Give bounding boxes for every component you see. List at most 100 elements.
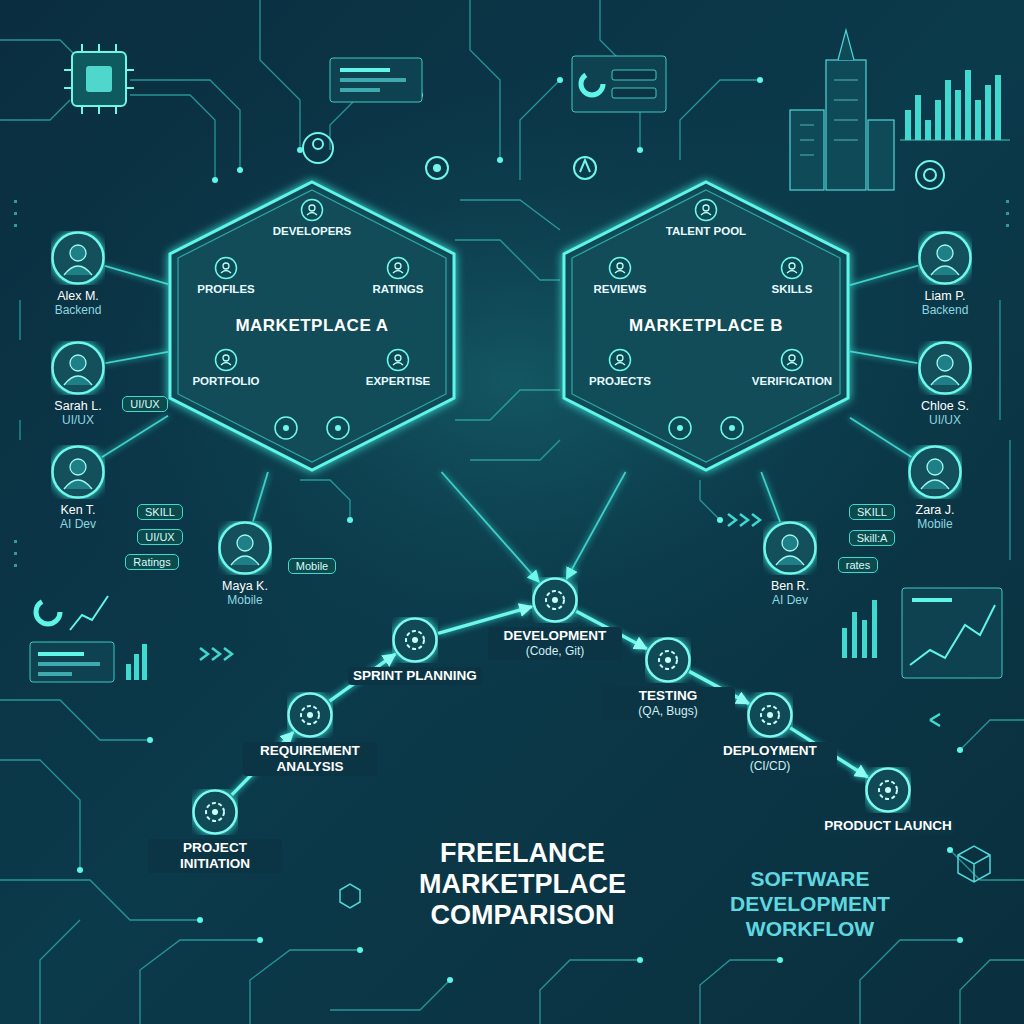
- step-name: PRODUCT LAUNCH: [823, 818, 953, 834]
- feature-label: VERIFICATION: [752, 375, 832, 387]
- workflow-step: DEPLOYMENT(CI/CD): [747, 692, 793, 738]
- skill-tag: SKILL: [849, 504, 895, 520]
- marketplace-link: [441, 472, 539, 582]
- talent-link: [850, 351, 917, 363]
- workflow-step: REQUIREMENT ANALYSIS: [287, 692, 333, 738]
- person-role: Mobile: [916, 517, 955, 531]
- workflow-step: TESTING(QA, Bugs): [645, 637, 691, 683]
- step-circle: [392, 617, 438, 663]
- person-role: AI Dev: [60, 517, 96, 531]
- feature-label: DEVELOPERS: [273, 225, 352, 237]
- ground-glow: [12, 50, 1012, 710]
- workflow-step: DEVELOPMENT(Code, Git): [532, 577, 578, 623]
- freelancer-avatar: Zara J.Mobile: [908, 445, 962, 499]
- bar-chart: [900, 70, 1010, 140]
- panel-lines: [330, 56, 666, 112]
- city-buildings: [790, 30, 894, 190]
- tag-text: UI/UX: [130, 398, 159, 410]
- workflow-step: PROJECT INITIATION: [192, 789, 238, 835]
- right-chart-panel: [842, 588, 1002, 678]
- feature-item: RATINGS: [373, 256, 424, 295]
- feature-icon: [694, 198, 718, 222]
- freelancer-avatar: Alex M.Backend: [51, 231, 105, 285]
- skill-tag: Ratings: [125, 554, 178, 570]
- marketplace-hexagon: MARKETPLACE A DEVELOPERS PROFILES RATINGS PO…: [168, 180, 456, 472]
- feature-icon: [214, 256, 238, 280]
- avatar-circle: [908, 445, 962, 499]
- person-role: UI/UX: [921, 413, 969, 427]
- feature-icon: [300, 198, 324, 222]
- step-name: SPRINT PLANNING: [350, 668, 480, 684]
- feature-icon: [780, 348, 804, 372]
- feature-label: PORTFOLIO: [192, 375, 259, 387]
- feature-item: PORTFOLIO: [192, 348, 259, 387]
- tag-text: Mobile: [296, 560, 328, 572]
- skill-tag: Skill:A: [849, 530, 896, 546]
- person-role: AI Dev: [771, 593, 809, 607]
- feature-item: VERIFICATION: [752, 348, 832, 387]
- trace-dots: [77, 57, 963, 983]
- step-name: PROJECT INITIATION: [150, 840, 280, 872]
- step-name: DEPLOYMENT: [705, 743, 835, 759]
- person-name: Zara J.: [916, 503, 955, 517]
- avatar-circle: [51, 341, 105, 395]
- feature-icon: [608, 348, 632, 372]
- feature-label: PROJECTS: [589, 375, 651, 387]
- feature-item: EXPERTISE: [366, 348, 431, 387]
- left-chart-panel: [30, 596, 147, 682]
- talent-link: [761, 472, 780, 522]
- feature-icon: [608, 256, 632, 280]
- person-role: Backend: [55, 303, 102, 317]
- freelancer-avatar: Sarah L.UI/UX: [51, 341, 105, 395]
- step-detail: (QA, Bugs): [603, 704, 733, 719]
- person-name: Ben R.: [771, 579, 809, 593]
- talent-link: [850, 418, 911, 457]
- freelancer-avatar: Maya K.Mobile: [218, 521, 272, 575]
- feature-item: PROJECTS: [589, 348, 651, 387]
- feature-icon: [386, 256, 410, 280]
- avatar-circle: [51, 445, 105, 499]
- step-circle: [645, 637, 691, 683]
- person-name: Ken T.: [60, 503, 96, 517]
- step-name: TESTING: [603, 688, 733, 704]
- person-name: Sarah L.: [54, 399, 101, 413]
- marketplace-name: MARKETPLACE B: [629, 316, 783, 336]
- tag-text: Ratings: [133, 556, 170, 568]
- tag-text: SKILL: [145, 506, 175, 518]
- marketplace-name: MARKETPLACE A: [235, 316, 388, 336]
- person-name: Alex M.: [55, 289, 102, 303]
- feature-label: EXPERTISE: [366, 375, 431, 387]
- workflow-step: SPRINT PLANNING: [392, 617, 438, 663]
- feature-label: TALENT POOL: [666, 225, 746, 237]
- feature-label: RATINGS: [373, 283, 424, 295]
- person-name: Liam P.: [922, 289, 969, 303]
- feature-item: TALENT POOL: [666, 198, 746, 237]
- avatar-circle: [918, 231, 972, 285]
- skill-tag: UI/UX: [137, 529, 182, 545]
- avatar-circle: [763, 521, 817, 575]
- skill-tag: Mobile: [288, 558, 336, 574]
- diagram-title: FREELANCE MARKETPLACE COMPARISON: [385, 838, 660, 931]
- skill-tag: rates: [838, 557, 878, 573]
- feature-item: PROFILES: [197, 256, 255, 295]
- talent-link: [102, 416, 168, 457]
- step-name: REQUIREMENT ANALYSIS: [245, 743, 375, 775]
- talent-link: [105, 266, 168, 284]
- tag-text: UI/UX: [145, 531, 174, 543]
- marketplace-link: [567, 472, 626, 579]
- person-role: Backend: [922, 303, 969, 317]
- edge-dots: [14, 200, 1009, 567]
- marketplace-hexagon: MARKETPLACE BTALENT POOLREVIEWSSKILLSPRO…: [562, 180, 850, 472]
- feature-item: DEVELOPERS: [273, 198, 352, 237]
- chip-icon: [64, 44, 134, 114]
- skill-tag: UI/UX: [122, 396, 167, 412]
- tag-text: Skill:A: [857, 532, 888, 544]
- person-role: UI/UX: [54, 413, 101, 427]
- step-circle: [532, 577, 578, 623]
- talent-link: [106, 352, 168, 363]
- avatar-circle: [51, 231, 105, 285]
- person-name: Chloe S.: [921, 399, 969, 413]
- freelancer-avatar: Liam P.Backend: [918, 231, 972, 285]
- step-detail: (CI/CD): [705, 759, 835, 774]
